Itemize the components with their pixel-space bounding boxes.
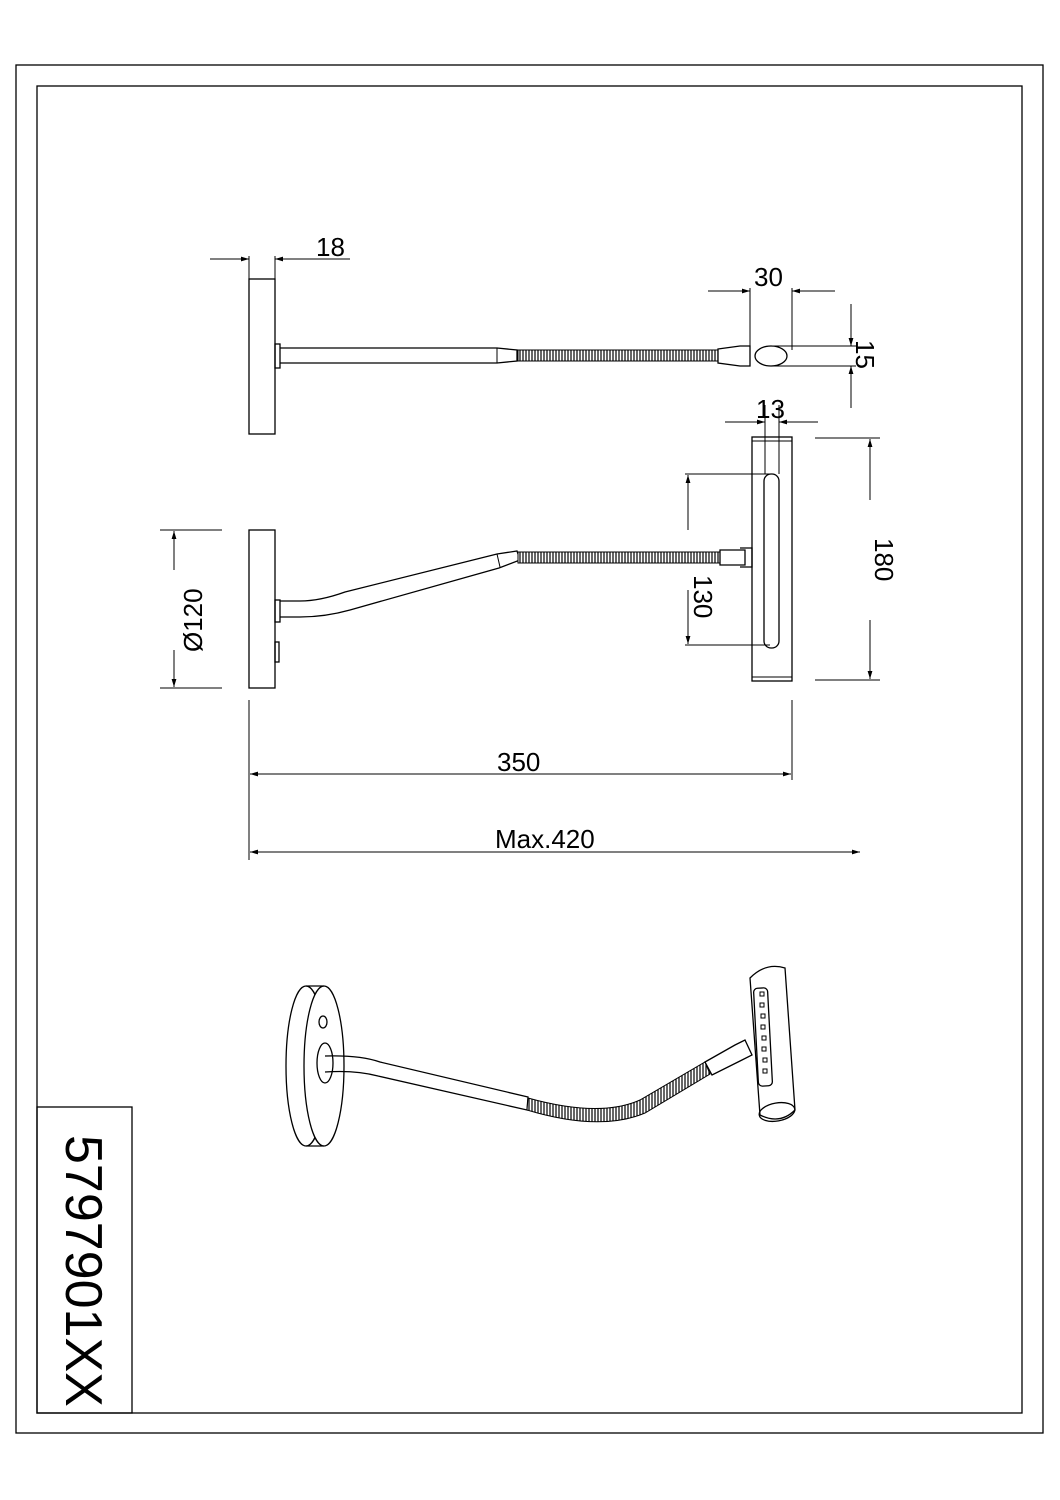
screw-hole [318, 1015, 328, 1029]
led-dots [759, 991, 768, 1074]
flex-gooseneck [517, 551, 721, 564]
switch [274, 641, 280, 663]
wall-plate-front [303, 985, 345, 1147]
dimension-max-420: Max.420 [250, 824, 860, 855]
head-connector [719, 547, 753, 568]
plate-boss [274, 599, 281, 623]
flex-gooseneck [526, 1061, 711, 1123]
rigid-arm [324, 1055, 529, 1111]
svg-text:130: 130 [688, 575, 718, 618]
svg-text:350: 350 [497, 747, 540, 777]
dimension-180: 180 [815, 437, 899, 681]
dimension-13: 13 [725, 394, 818, 474]
top-view [248, 278, 788, 435]
dimension-350: 350 [248, 700, 793, 860]
flex-gooseneck [517, 349, 719, 362]
led-strip [752, 987, 774, 1087]
lamp-head-end [758, 1101, 796, 1123]
head-connector [717, 345, 751, 367]
head-connector [704, 1039, 753, 1076]
title-block [36, 1106, 133, 1414]
led-slot [763, 473, 780, 649]
svg-text:18: 18 [316, 232, 345, 262]
dimension-15: 15 [771, 304, 880, 408]
front-view [248, 436, 793, 689]
dimension-diameter-120: Ø120 [160, 529, 222, 689]
rigid-arm [280, 347, 518, 364]
rigid-arm [280, 550, 521, 618]
svg-text:15: 15 [850, 340, 880, 369]
part-number: 5797901XX [54, 1135, 112, 1407]
svg-text:180: 180 [869, 538, 899, 581]
lamp-head [751, 436, 793, 682]
lamp-head [754, 345, 788, 367]
isometric-view [285, 965, 796, 1147]
dimension-130: 130 [685, 473, 770, 646]
outer-border [15, 64, 1044, 1434]
svg-text:Ø120: Ø120 [178, 588, 208, 652]
dimension-30: 30 [708, 262, 835, 350]
plate-boss [274, 343, 281, 369]
svg-text:13: 13 [756, 394, 785, 424]
inner-border [36, 85, 1023, 1414]
arm-boss [316, 1042, 334, 1084]
wall-plate [248, 278, 276, 435]
svg-text:Max.420: Max.420 [495, 824, 595, 854]
svg-text:30: 30 [754, 262, 783, 292]
dimension-18: 18 [210, 232, 350, 279]
wall-plate [248, 529, 276, 689]
